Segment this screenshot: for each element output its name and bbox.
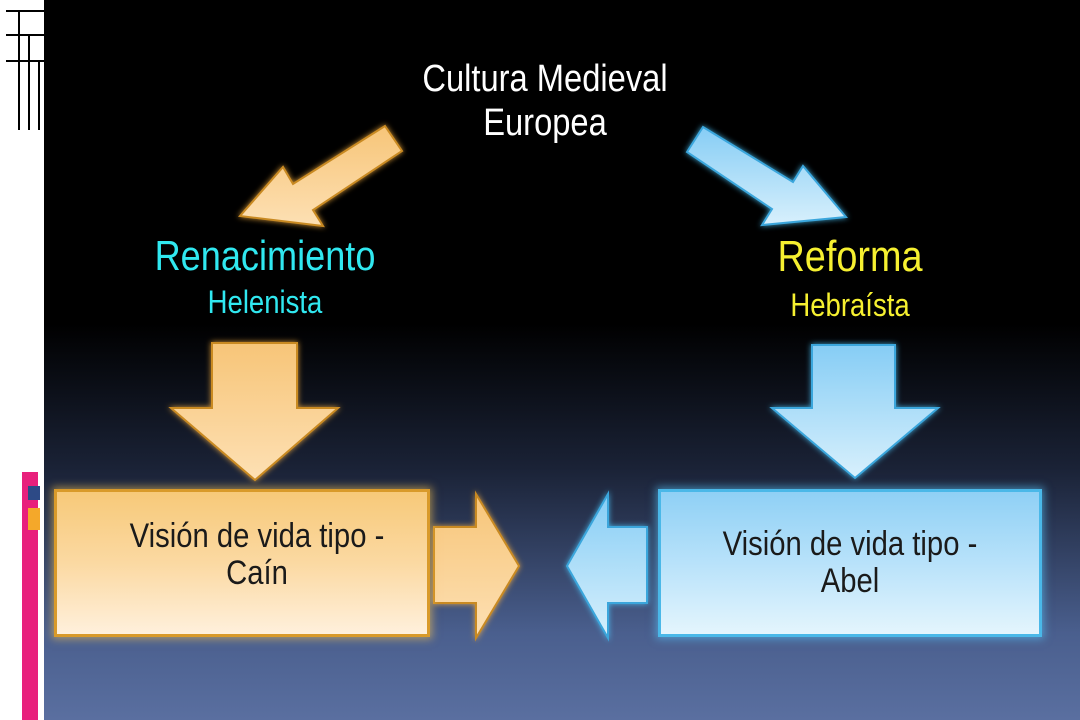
arrow-to-reforma-icon [685, 125, 848, 227]
magenta-accent-bar [22, 472, 38, 720]
renacimiento-label: Renacimiento Helenista [85, 232, 445, 321]
abel-line-2: Abel [820, 562, 880, 601]
abel-box-text: Visión de vida tipo - Abel [661, 525, 1039, 601]
cain-box: Visión de vida tipo - Caín [54, 489, 430, 637]
reforma-main: Reforma [777, 232, 923, 281]
cain-line-2: Caín [226, 554, 288, 593]
corner-decoration-icon [6, 10, 44, 130]
diagram-title: Cultura Medieval Europea [330, 58, 760, 145]
reforma-sub: Hebraísta [790, 286, 910, 323]
arrow-to-renacimiento-icon [237, 124, 404, 228]
cain-box-text: Visión de vida tipo - Caín [57, 517, 427, 593]
abel-box: Visión de vida tipo - Abel [658, 489, 1042, 637]
abel-line-1: Visión de vida tipo - [722, 525, 978, 563]
renacimiento-sub: Helenista [207, 284, 323, 321]
arrow-right-middle-icon [433, 490, 521, 642]
renacimiento-main: Renacimiento [154, 232, 376, 279]
title-line-1: Cultura Medieval [422, 58, 668, 100]
cain-line-1: Visión de vida tipo - [129, 517, 385, 555]
arrow-down-left-icon [168, 342, 341, 482]
arrow-left-middle-icon [565, 490, 648, 642]
blue-accent-square [28, 486, 40, 500]
reforma-label: Reforma Hebraísta [680, 232, 1020, 323]
title-line-2: Europea [483, 101, 607, 144]
arrow-down-right-icon [769, 344, 941, 480]
orange-accent-square [28, 508, 40, 530]
